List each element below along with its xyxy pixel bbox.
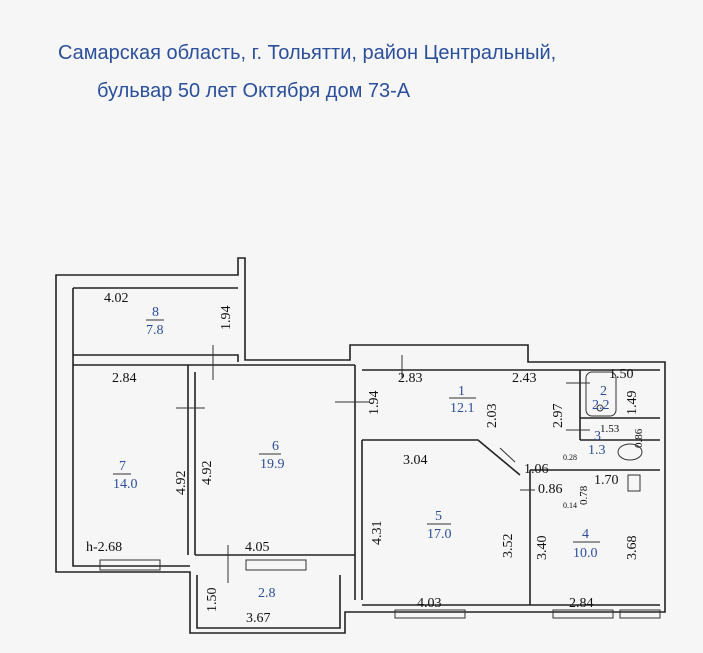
room-number: 7 xyxy=(119,459,126,474)
door-marks xyxy=(176,345,590,583)
room-area: 12.1 xyxy=(450,401,475,416)
room-area: 10.0 xyxy=(573,546,598,561)
dim-label: 3.67 xyxy=(246,611,271,626)
dim-label: 2.97 xyxy=(551,404,566,429)
dim-label: 1.94 xyxy=(219,306,234,331)
room-number: 8 xyxy=(152,305,159,320)
dim-label: 2.83 xyxy=(398,371,423,386)
dim-label: 4.02 xyxy=(104,291,129,306)
dimension-labels: 4.02 1.94 2.84 4.92 h-2.68 4.92 1.94 4.0… xyxy=(86,291,645,626)
dim-label: 0.14 xyxy=(563,501,577,510)
dim-label: 1.49 xyxy=(625,391,640,416)
dim-label: h-2.68 xyxy=(86,540,122,555)
dim-label: 3.04 xyxy=(403,453,428,468)
dim-label: 0.78 xyxy=(578,485,590,505)
room-area: 14.0 xyxy=(113,477,138,492)
dim-label: 2.84 xyxy=(569,596,594,611)
address-line-2: бульвар 50 лет Октября дом 73-А xyxy=(97,80,411,102)
room-number: 5 xyxy=(435,509,442,524)
room-number: 2 xyxy=(600,384,607,399)
room-area: 1.3 xyxy=(588,443,606,458)
dim-label: 0.86 xyxy=(538,482,563,497)
room-number: 4 xyxy=(582,527,589,542)
dim-label: 4.05 xyxy=(245,540,270,555)
room-area: 17.0 xyxy=(427,527,452,542)
room-number: 6 xyxy=(272,439,279,454)
dim-label: 2.03 xyxy=(485,404,500,429)
dim-label: 1.94 xyxy=(367,391,382,416)
room-area: 2.2 xyxy=(592,398,610,413)
bathroom-fixtures xyxy=(585,371,643,492)
dim-label: 3.40 xyxy=(535,536,550,561)
address-line-1: Самарская область, г. Тольятти, район Це… xyxy=(58,42,557,64)
room-number: 3 xyxy=(594,429,601,444)
dim-label: 1.53 xyxy=(600,423,620,435)
room-area: 7.8 xyxy=(146,323,164,338)
room-number: 1 xyxy=(458,384,465,399)
dim-label: 1.06 xyxy=(524,462,549,477)
dim-label: 0.28 xyxy=(563,453,577,462)
dim-label: 3.52 xyxy=(501,534,516,559)
dim-label: 0.86 xyxy=(633,428,645,448)
dim-label: 4.31 xyxy=(370,521,385,546)
dim-label: 1.50 xyxy=(205,588,220,613)
room-labels: 8 7.8 7 14.0 6 19.9 1 12.1 2 2.2 3 1.3 5… xyxy=(113,305,610,601)
walls xyxy=(55,257,666,634)
dim-label: 4.92 xyxy=(200,461,215,486)
balcony-area: 2.8 xyxy=(258,586,276,601)
dim-label: 2.84 xyxy=(112,371,137,386)
dim-label: 4.92 xyxy=(174,471,189,496)
windows xyxy=(99,559,661,619)
room-area: 19.9 xyxy=(260,457,285,472)
dim-label: 4.03 xyxy=(417,596,442,611)
dim-label: 2.43 xyxy=(512,371,537,386)
dim-label: 1.70 xyxy=(594,473,619,488)
dim-label: 1.50 xyxy=(609,367,634,382)
dim-label: 3.68 xyxy=(625,536,640,561)
